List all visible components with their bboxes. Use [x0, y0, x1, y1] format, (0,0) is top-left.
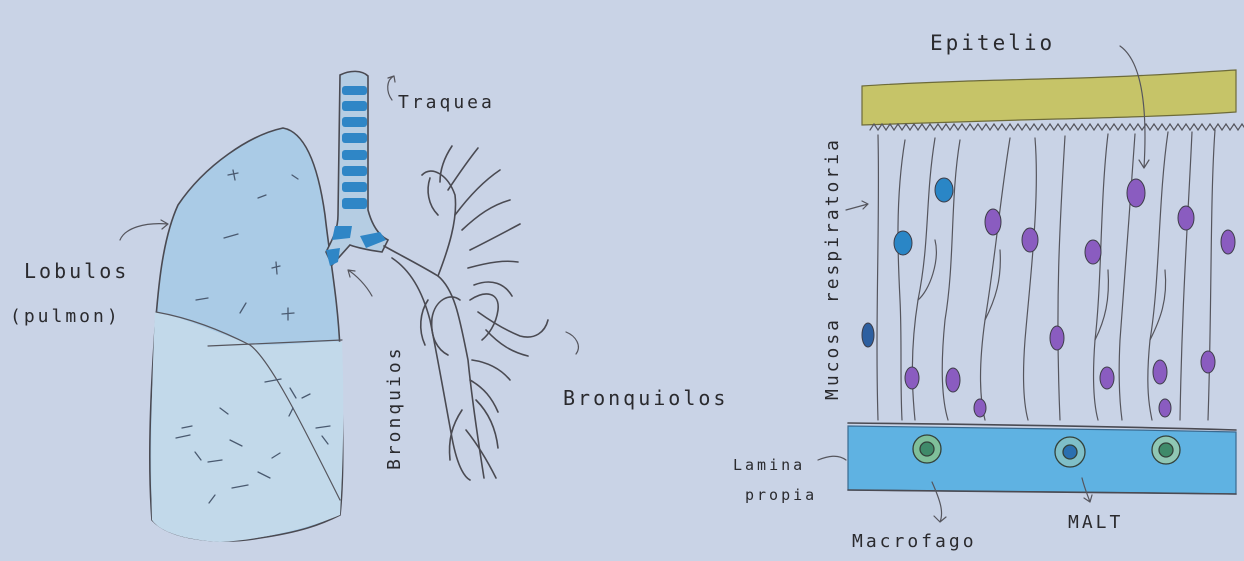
nucleus-purple	[1127, 179, 1145, 207]
nucleus-purple	[985, 209, 1001, 235]
label-traquea: Traquea	[398, 92, 495, 113]
nucleus-purple	[1100, 367, 1114, 389]
nucleus-purple	[1201, 351, 1215, 373]
nucleus-purple	[905, 367, 919, 389]
label-lobulos: Lobulos	[24, 259, 129, 283]
nucleus-purple	[1153, 360, 1167, 384]
bronchial-tree	[384, 146, 548, 480]
label-mucosa: Mucosa respiratoria	[822, 137, 843, 400]
nucleus-blue	[862, 323, 874, 347]
mucosa-drawing	[848, 70, 1244, 494]
nucleus-blue	[935, 178, 953, 202]
label-epitelio: Epitelio	[930, 31, 1055, 55]
lung-lower-lobe	[151, 312, 343, 542]
trachea-drawing	[326, 71, 388, 266]
arrow-traquea	[388, 76, 395, 100]
cilia-border	[870, 124, 1244, 130]
arrow-lamina	[818, 456, 846, 460]
nucleus-purple	[1221, 230, 1235, 254]
arrow-bronquiolos	[566, 332, 578, 354]
nucleus-purple	[946, 368, 960, 392]
label-malt: MALT	[1068, 512, 1123, 533]
arrow-bronquios	[348, 270, 372, 296]
epithelium-layer	[862, 70, 1236, 125]
label-pulmon: (pulmon)	[10, 306, 121, 327]
arrow-mucosa	[846, 201, 868, 210]
label-propia: propia	[745, 486, 817, 504]
label-lamina: Lamina	[733, 456, 805, 474]
nucleus-purple	[1178, 206, 1194, 230]
nucleus-purple	[1159, 399, 1171, 417]
label-macrofago: Macrofago	[852, 531, 977, 552]
lamina-propia-layer	[848, 426, 1236, 494]
label-bronquiolos: Bronquiolos	[563, 386, 728, 410]
lung-drawing	[150, 128, 343, 542]
nucleus-purple	[1050, 326, 1064, 350]
nucleus-purple	[974, 399, 986, 417]
nucleus-blue	[894, 231, 912, 255]
nucleus-purple	[1085, 240, 1101, 264]
arrow-lobulos	[120, 220, 168, 240]
label-bronquios: Bronquios	[384, 345, 405, 470]
nucleus-purple	[1022, 228, 1038, 252]
